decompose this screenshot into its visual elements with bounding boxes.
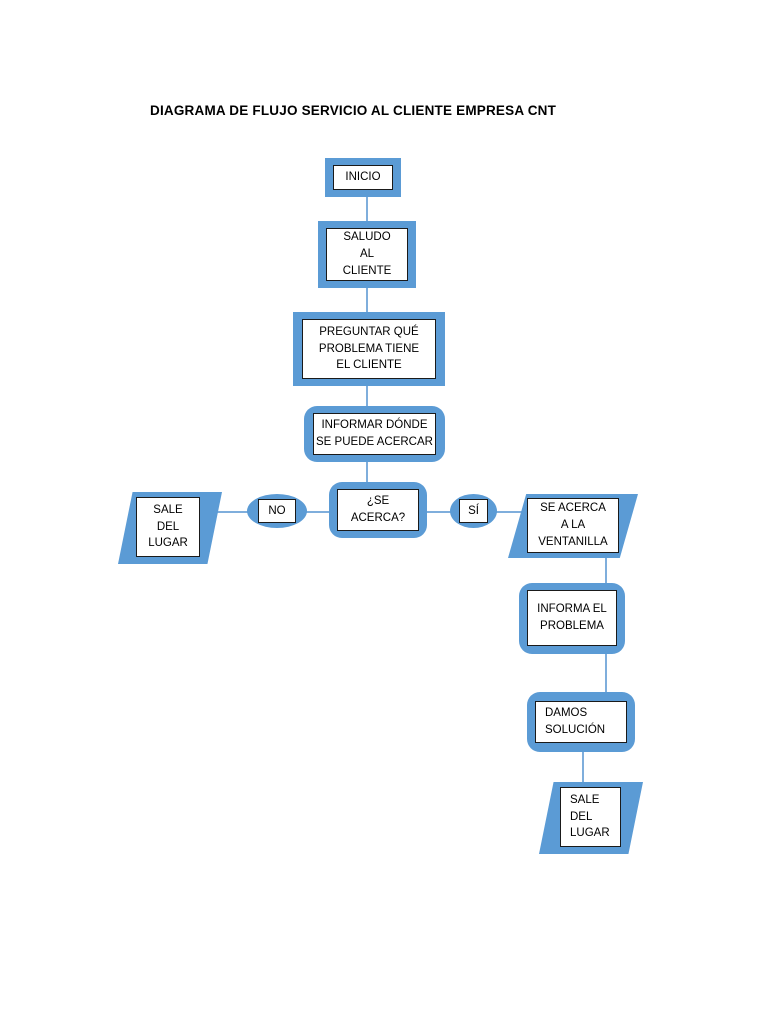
node-sale-der-line-3: LUGAR [570, 827, 610, 840]
node-sale-del-lugar-final[interactable]: SALE DEL LUGAR [539, 782, 643, 854]
node-se-acerca-line-3: VENTANILLA [538, 535, 608, 548]
connector-no-sale-izq [204, 511, 248, 513]
connector-damos-sale-der [582, 752, 584, 782]
node-damos-line-1: DAMOS [545, 707, 588, 720]
connector-informa-damos [605, 654, 607, 692]
connector-saludo-preguntar [366, 288, 368, 312]
node-damos-solucion[interactable]: DAMOS SOLUCIÓN [527, 692, 635, 752]
node-se-acerca-ventanilla[interactable]: SE ACERCA A LA VENTANILLA [508, 494, 638, 558]
node-se-acerca-line-2: A LA [560, 519, 586, 532]
node-decision-line-1: ¿SE [366, 495, 390, 508]
connector-preguntar-informar [366, 386, 368, 406]
node-damos-label-box: DAMOS SOLUCIÓN [535, 701, 627, 743]
node-sale-del-lugar-no[interactable]: SALE DEL LUGAR [118, 492, 222, 564]
node-sale-izq-line-1: SALE [153, 503, 183, 516]
node-inicio[interactable]: INICIO [325, 158, 401, 197]
node-sale-izq-line-2: DEL [156, 520, 180, 533]
node-saludo-line-3: CLIENTE [342, 264, 392, 277]
connector-decision-si [426, 511, 452, 513]
node-preguntar-problema[interactable]: PREGUNTAR QUÉ PROBLEMA TIENE EL CLIENTE [293, 312, 445, 386]
node-sale-der-label-box: SALE DEL LUGAR [560, 787, 621, 847]
node-informa-problema-label-box: INFORMA EL PROBLEMA [527, 590, 617, 646]
edge-label-no[interactable]: NO [247, 494, 307, 528]
node-decision-label-box: ¿SE ACERCA? [337, 489, 419, 531]
connector-se-acerca-informa [605, 558, 607, 588]
page-title: DIAGRAMA DE FLUJO SERVICIO AL CLIENTE EM… [150, 103, 557, 118]
connector-inicio-saludo [366, 196, 368, 222]
edge-label-si-box: SÍ [459, 499, 488, 523]
node-se-acerca-label-box: SE ACERCA A LA VENTANILLA [527, 498, 619, 553]
node-inicio-line-1: INICIO [345, 171, 381, 184]
node-sale-der-line-1: SALE [570, 793, 600, 806]
node-preguntar-label-box: PREGUNTAR QUÉ PROBLEMA TIENE EL CLIENTE [302, 319, 436, 379]
node-saludo-line-1: SALUDO [343, 231, 391, 244]
node-sale-der-line-2: DEL [570, 810, 593, 823]
node-sale-izq-label-box: SALE DEL LUGAR [136, 497, 200, 557]
connector-si-se-acerca [495, 511, 527, 513]
connector-decision-no [306, 511, 332, 513]
edge-label-si[interactable]: SÍ [450, 494, 497, 528]
connector-informar-decision [366, 462, 368, 482]
node-decision-line-2: ACERCA? [350, 512, 406, 524]
node-saludo-al-cliente[interactable]: SALUDO AL CLIENTE [318, 221, 416, 288]
node-preguntar-line-2: PROBLEMA TIENE [318, 342, 420, 355]
node-informa-problema-line-2: PROBLEMA [540, 620, 604, 632]
node-informar-label-box: INFORMAR DÓNDE SE PUEDE ACERCAR [313, 413, 436, 455]
node-informa-el-problema[interactable]: INFORMA EL PROBLEMA [519, 583, 625, 654]
node-damos-line-2: SOLUCIÓN [545, 724, 606, 736]
node-se-acerca-line-1: SE ACERCA [540, 502, 606, 515]
node-informar-line-2: SE PUEDE ACERCAR [316, 436, 433, 448]
node-informar-line-1: INFORMAR DÓNDE [321, 419, 428, 432]
edge-label-no-box: NO [258, 499, 296, 523]
node-saludo-label-box: SALUDO AL CLIENTE [326, 228, 408, 281]
node-decision-se-acerca[interactable]: ¿SE ACERCA? [329, 482, 427, 538]
node-sale-izq-line-3: LUGAR [148, 537, 188, 550]
edge-label-si-text: SÍ [468, 504, 479, 517]
node-inicio-label-box: INICIO [333, 165, 393, 190]
node-informa-problema-line-1: INFORMA EL [537, 603, 607, 616]
node-saludo-line-2: AL [359, 248, 375, 261]
node-preguntar-line-1: PREGUNTAR QUÉ [319, 325, 419, 338]
edge-label-no-text: NO [268, 504, 286, 517]
node-preguntar-line-3: EL CLIENTE [336, 359, 402, 372]
node-informar-donde[interactable]: INFORMAR DÓNDE SE PUEDE ACERCAR [304, 406, 445, 462]
